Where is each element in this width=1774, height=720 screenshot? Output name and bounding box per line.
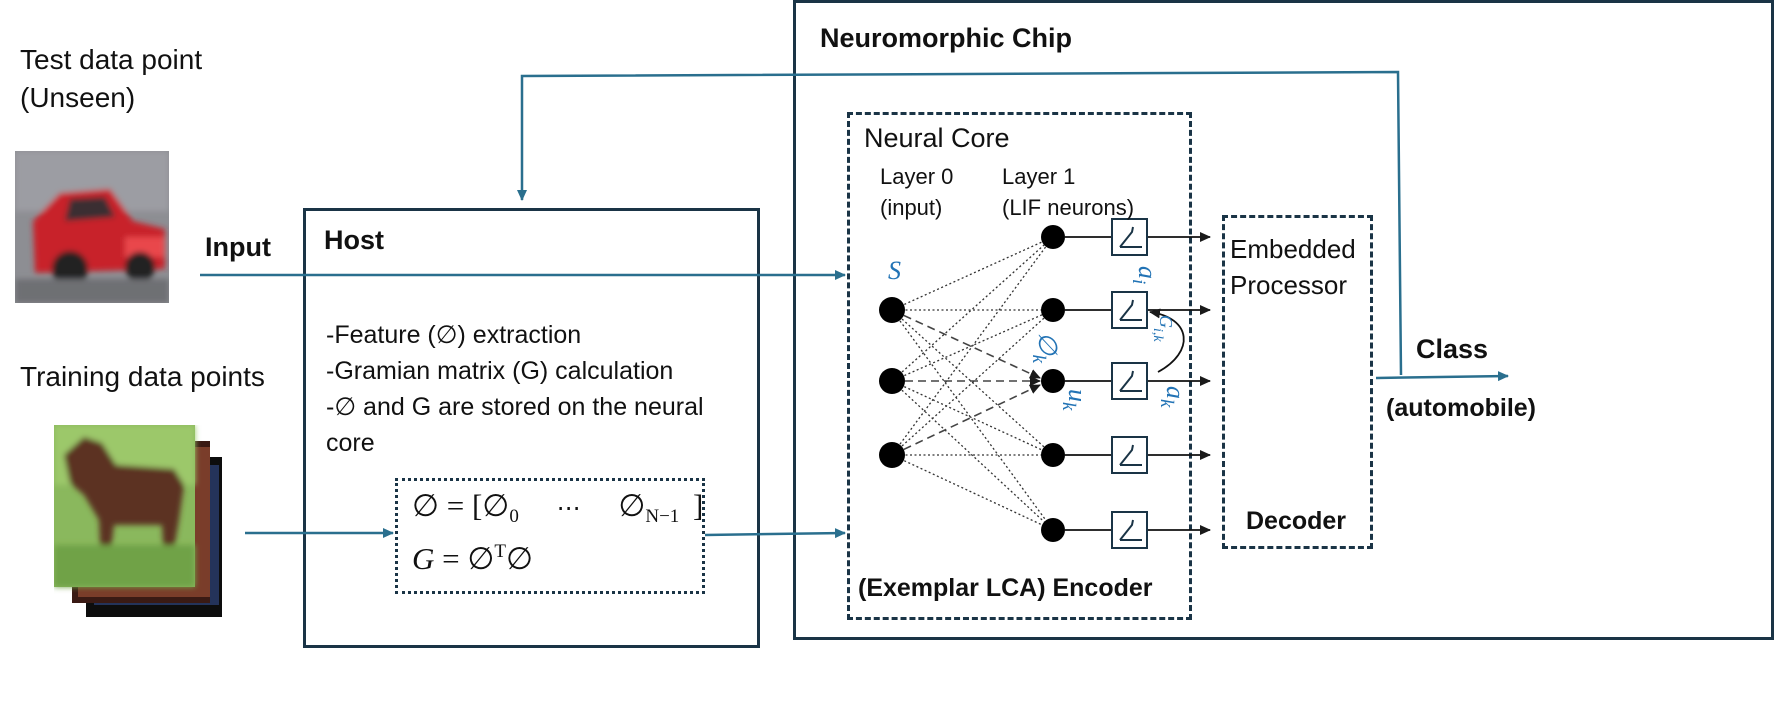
layer1-nodes — [1041, 225, 1065, 542]
host-line: core — [326, 429, 375, 457]
layer1-node — [1041, 369, 1065, 393]
layer0-nodes — [879, 297, 905, 468]
activation-function-icon — [1111, 218, 1148, 256]
a-i-label: ai — [1128, 266, 1162, 285]
neuromorphic-chip-box — [793, 0, 1774, 640]
layer1-node — [1041, 298, 1065, 322]
dashed-connections — [891, 309, 1041, 456]
layer1-node — [1041, 225, 1065, 249]
activation-function-icon — [1111, 511, 1148, 549]
a-k-label: ak — [1156, 386, 1190, 408]
phi-equation: ∅ = [∅0 ⋯ ∅N−1 ] — [412, 488, 704, 527]
neural-core-title: Neural Core — [864, 123, 1010, 153]
layer1-node — [1041, 518, 1065, 542]
u-k-label: uk — [1058, 389, 1092, 411]
activation-function-icons — [1111, 218, 1148, 549]
chip-title: Neuromorphic Chip — [820, 23, 1073, 53]
layer0-label-1: Layer 0 — [880, 164, 954, 189]
layer0-node — [879, 368, 905, 394]
activation-function-icon — [1111, 291, 1148, 329]
layer0-node — [879, 297, 905, 323]
test-label-1: Test data point — [20, 44, 203, 75]
class-label: Class — [1416, 334, 1489, 364]
host-title: Host — [324, 225, 384, 255]
input-label: Input — [205, 232, 271, 262]
activation-function-icon — [1111, 362, 1148, 400]
phi-k-label: ∅k — [1028, 332, 1062, 364]
activation-function-icon — [1111, 436, 1148, 474]
host-line: -Gramian matrix (G) calculation — [326, 357, 674, 385]
car-image — [15, 151, 169, 303]
equation-to-core-arrow — [704, 528, 846, 539]
encoder-label: (Exemplar LCA) Encoder — [858, 574, 1153, 602]
class-output-arrow — [1375, 371, 1509, 382]
host-line: -Feature (∅) extraction — [326, 321, 582, 349]
layer1-label-1: Layer 1 — [1002, 164, 1076, 189]
embedded-label-1: Embedded — [1230, 234, 1356, 264]
class-value: (automobile) — [1386, 394, 1536, 422]
equation-box — [395, 478, 705, 594]
host-line: -∅ and G are stored on the neural — [326, 393, 704, 421]
host-box — [303, 208, 760, 648]
inhibition-arrow — [1149, 308, 1185, 373]
neural-core-box — [847, 112, 1192, 620]
test-label-2: (Unseen) — [20, 82, 136, 113]
layer0-node — [879, 442, 905, 468]
layer0-label-2: (input) — [880, 195, 943, 220]
g-ik-label: Gi,k — [1150, 315, 1176, 342]
training-image-stack — [54, 425, 224, 618]
g-equation: G = ∅T∅ — [412, 541, 534, 576]
host-lines: -Feature (∅) extraction -Gramian matrix … — [326, 317, 704, 461]
layer1-label-2: (LIF neurons) — [1002, 195, 1135, 220]
training-label: Training data points — [20, 361, 265, 392]
layer1-node — [1041, 443, 1065, 467]
s-label: S — [888, 256, 901, 285]
dotted-connections — [891, 236, 1054, 531]
decoder-title: Decoder — [1246, 507, 1347, 535]
feedback-line — [517, 70, 1403, 376]
decoder-box — [1222, 215, 1373, 549]
embedded-label-2: Processor — [1230, 270, 1348, 300]
